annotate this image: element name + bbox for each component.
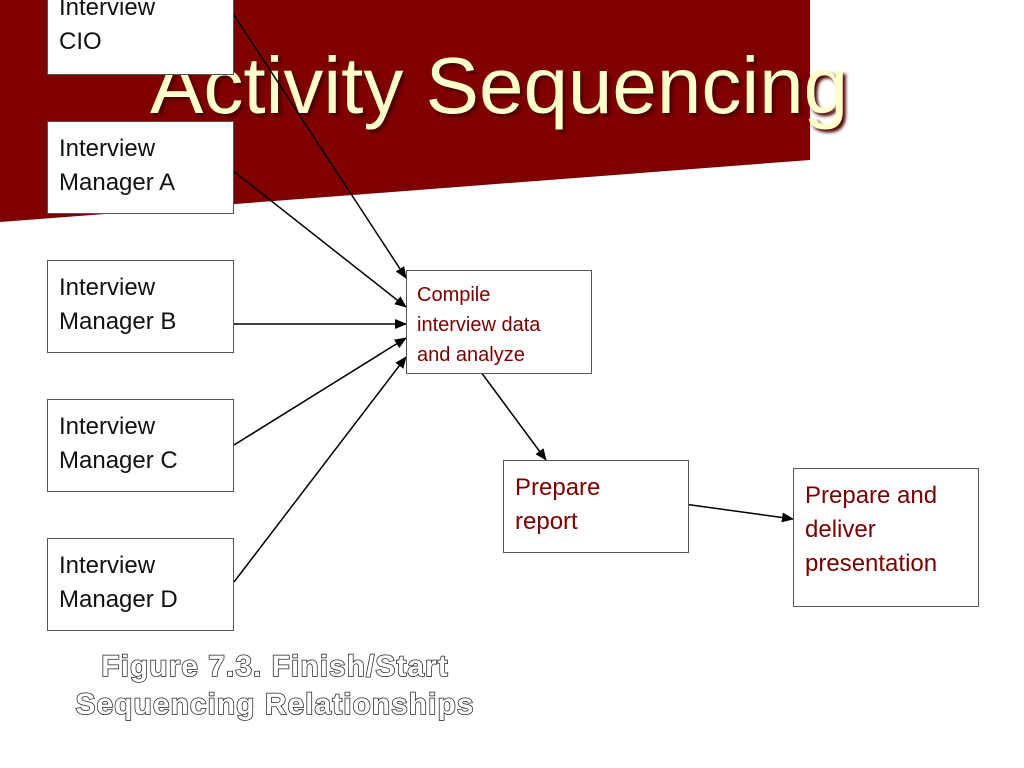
node-label-line: Manager C	[59, 447, 178, 474]
node-label-line: Interview	[59, 135, 156, 162]
figure-caption: Figure 7.3. Finish/Start Sequencing Rela…	[0, 648, 550, 724]
arrow-manager-d-to-compile	[233, 356, 407, 583]
node-label-line: Interview	[59, 413, 156, 440]
node-label-line: deliver	[805, 516, 876, 543]
node-label-line: report	[515, 508, 578, 535]
node-label-line: interview data	[417, 314, 541, 336]
node-label-line: Interview	[59, 0, 156, 21]
node-prepare-report: Prepare report	[503, 460, 689, 553]
slide-title: Activity Sequencing	[150, 41, 849, 130]
arrow-compile-to-report	[477, 367, 547, 461]
node-interview-manager-a: Interview Manager A	[47, 121, 234, 214]
node-label-line: presentation	[805, 550, 938, 577]
node-label-line: Interview	[59, 274, 156, 301]
arrow-manager-c-to-compile	[233, 337, 407, 446]
arrow-manager-a-to-compile	[231, 169, 407, 308]
node-compile-interview-data: Compile interview data and analyze	[406, 270, 592, 374]
node-label-line: Interview	[59, 552, 156, 579]
node-label-line: Manager A	[59, 169, 176, 196]
node-label-line: Prepare and	[805, 482, 938, 509]
node-label-line: Compile	[417, 284, 491, 306]
node-interview-cio: Interview CIO	[47, 0, 234, 75]
node-label-line: Manager B	[59, 308, 177, 335]
node-prepare-deliver-presentation: Prepare and deliver presentation	[793, 468, 979, 607]
arrow-report-to-presentation	[683, 503, 794, 523]
node-interview-manager-d: Interview Manager D	[47, 538, 234, 631]
arrow-cio-to-compile	[231, 11, 407, 279]
node-interview-manager-b: Interview Manager B	[47, 260, 234, 353]
node-label-line: CIO	[59, 28, 102, 55]
node-label-line: Manager D	[59, 586, 178, 613]
caption-line: Figure 7.3. Finish/Start	[101, 649, 449, 684]
node-interview-manager-c: Interview Manager C	[47, 399, 234, 492]
node-label-line: Prepare	[515, 474, 601, 501]
node-label-line: and analyze	[417, 344, 525, 366]
caption-line: Sequencing Relationships	[75, 687, 475, 722]
